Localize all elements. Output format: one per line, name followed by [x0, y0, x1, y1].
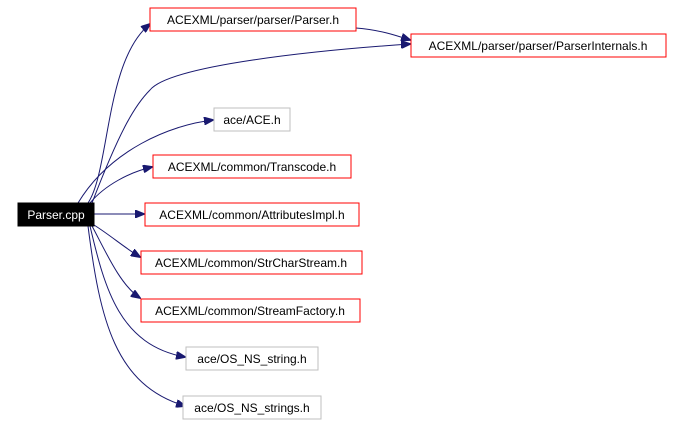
node-label: ace/ACE.h: [223, 113, 280, 127]
node-label: Parser.cpp: [27, 208, 85, 222]
node-ace-h[interactable]: ace/ACE.h: [213, 107, 291, 132]
node-label: ACEXML/common/AttributesImpl.h: [159, 208, 344, 222]
node-str-char-stream-h[interactable]: ACEXML/common/StrCharStream.h: [140, 250, 363, 275]
edge-parser-cpp-to-stream-factory-h: [91, 225, 140, 298]
edge-parser-cpp-to-transcode-h: [89, 167, 152, 204]
node-os-ns-strings-h[interactable]: ace/OS_NS_strings.h: [182, 395, 322, 420]
edge-parser-cpp-to-ace-h: [77, 120, 213, 204]
edge-parser-cpp-to-parser-h: [87, 24, 150, 204]
node-label: ACEXML/common/Transcode.h: [168, 160, 336, 174]
edge-parser-h-to-parser-internals-h: [355, 27, 410, 40]
edges: [77, 24, 410, 406]
node-label: ace/OS_NS_string.h: [197, 352, 306, 366]
node-label: ACEXML/common/StrCharStream.h: [155, 256, 347, 270]
node-label: ace/OS_NS_strings.h: [194, 401, 309, 415]
edge-parser-cpp-to-os-ns-strings-h: [87, 225, 185, 406]
node-transcode-h[interactable]: ACEXML/common/Transcode.h: [152, 154, 352, 179]
edge-parser-cpp-to-str-char-stream-h: [93, 224, 140, 257]
node-label: ACEXML/common/StreamFactory.h: [155, 304, 345, 318]
node-attributes-impl-h[interactable]: ACEXML/common/AttributesImpl.h: [144, 202, 360, 227]
node-stream-factory-h[interactable]: ACEXML/common/StreamFactory.h: [140, 298, 361, 323]
edge-parser-cpp-to-os-ns-string-h: [89, 225, 185, 357]
edge-parser-cpp-to-parser-internals-h: [91, 44, 410, 204]
node-parser-h[interactable]: ACEXML/parser/parser/Parser.h: [149, 7, 357, 32]
node-parser-internals-h[interactable]: ACEXML/parser/parser/ParserInternals.h: [410, 33, 667, 58]
node-os-ns-string-h[interactable]: ace/OS_NS_string.h: [185, 346, 319, 371]
node-label: ACEXML/parser/parser/Parser.h: [167, 13, 339, 27]
node-parser-cpp[interactable]: Parser.cpp: [17, 202, 95, 227]
node-label: ACEXML/parser/parser/ParserInternals.h: [429, 39, 648, 53]
